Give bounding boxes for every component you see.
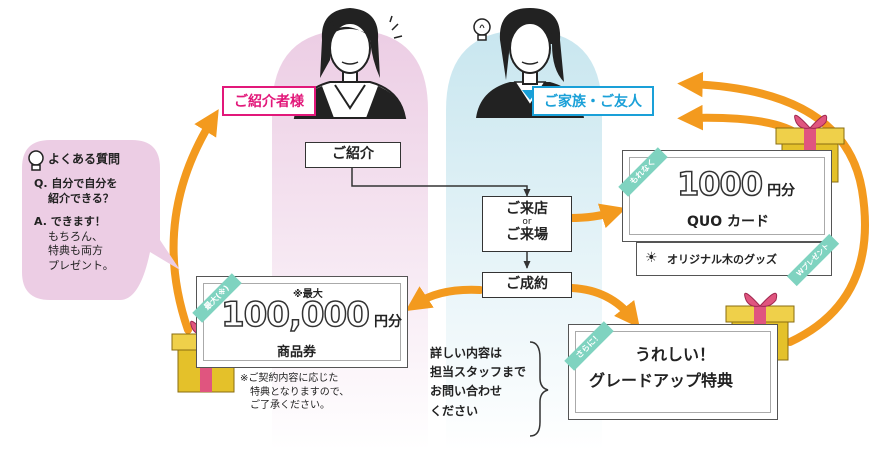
- quo-amount: 1000: [676, 164, 764, 204]
- step-visit-or: or: [522, 216, 532, 227]
- step-visit: ご来店 or ご来場: [482, 196, 572, 252]
- faq-question: Q. 自分で自分を 紹介できる？: [34, 177, 158, 207]
- voucher-note-line3: ご了承ください。: [250, 400, 330, 411]
- step-visit-b: ご来場: [506, 226, 548, 243]
- faq-question-line1: Q. 自分で自分を: [34, 177, 118, 190]
- handwritten-note: 詳しい内容は 担当スタッフまで お問い合わせ ください: [430, 344, 526, 421]
- faq-lightbulb-icon: [28, 150, 44, 171]
- arrow-contract-to-upgrade: [568, 284, 640, 329]
- handwritten-line4: ください: [430, 403, 479, 418]
- faq-answer: A. できます！ もちろん、 特典も両方 プレゼント。: [34, 215, 158, 274]
- voucher-prefix: ※最大: [293, 289, 323, 300]
- lightbulb-icon: [473, 18, 491, 41]
- voucher-note: ※ご契約内容に応じた 特典となりますので、 ご了承ください。: [240, 372, 349, 413]
- note-brace: [529, 341, 549, 437]
- connector-intro-to-visit: [351, 166, 531, 197]
- step-contract: ご成約: [482, 272, 572, 298]
- voucher-unit: 円分: [373, 314, 402, 330]
- voucher-item: 商品券: [277, 345, 317, 360]
- voucher-amount-row: 100,000 円分: [220, 294, 402, 336]
- goods-label: オリジナル木のグッズ: [667, 253, 777, 266]
- arrow-visit-to-quo: [566, 203, 627, 229]
- goods-ticket: ☀ オリジナル木のグッズ Wプレゼント: [636, 233, 840, 287]
- family-label: ご家族・ご友人: [532, 86, 654, 116]
- upgrade-line1: うれしい！: [635, 345, 716, 364]
- voucher-ticket: 最大(※) ※最大 100,000 円分 商品券: [192, 273, 408, 368]
- arrow-voucher-to-referrer: [169, 109, 219, 334]
- faq-answer-line1: A. できます！: [34, 214, 106, 228]
- quo-ticket-border: [629, 157, 825, 235]
- faq: よくある質問 Q. 自分で自分を 紹介できる？ A. できます！ もちろん、 特…: [34, 150, 158, 274]
- voucher-note-line2: 特典となりますので、: [250, 386, 350, 398]
- faq-bubble: [22, 140, 180, 300]
- arrow-upgrade-to-family: [677, 71, 869, 346]
- faq-answer-line4: プレゼント。: [48, 259, 114, 273]
- faq-answer-line3: 特典も両方: [48, 244, 103, 258]
- upgrade-line2: グレードアップ特典: [589, 371, 734, 390]
- faq-answer-line2: もちろん、: [48, 229, 103, 243]
- upgrade-ticket: さらに！ うれしい！ グレードアップ特典: [564, 321, 778, 420]
- quo-amount-row: 1000 円分: [676, 164, 796, 204]
- quo-unit: 円分: [767, 183, 796, 199]
- goods-lightbulb-icon: ☀: [645, 250, 658, 266]
- handwritten-line3: お問い合わせ: [430, 384, 503, 399]
- voucher-ticket-border: [203, 283, 401, 361]
- step-visit-a: ご来店: [506, 201, 548, 217]
- quo-item: QUO カード: [687, 214, 770, 230]
- voucher-amount: 100,000: [220, 294, 370, 336]
- arrow-contract-to-voucher: [405, 285, 484, 312]
- quo-ticket: もれなく 1000 円分 QUO カード: [618, 147, 832, 242]
- faq-question-line2: 紹介できる？: [48, 191, 114, 205]
- faq-title: よくある質問: [48, 152, 121, 166]
- referrer-label: ご紹介者様: [222, 86, 316, 116]
- upgrade-ticket-border: [575, 331, 771, 413]
- handwritten-line1: 詳しい内容は: [430, 346, 503, 360]
- handwritten-line2: 担当スタッフまで: [430, 365, 527, 380]
- step-introduction: ご紹介: [305, 142, 401, 168]
- voucher-note-line1: ※ご契約内容に応じた: [240, 373, 339, 384]
